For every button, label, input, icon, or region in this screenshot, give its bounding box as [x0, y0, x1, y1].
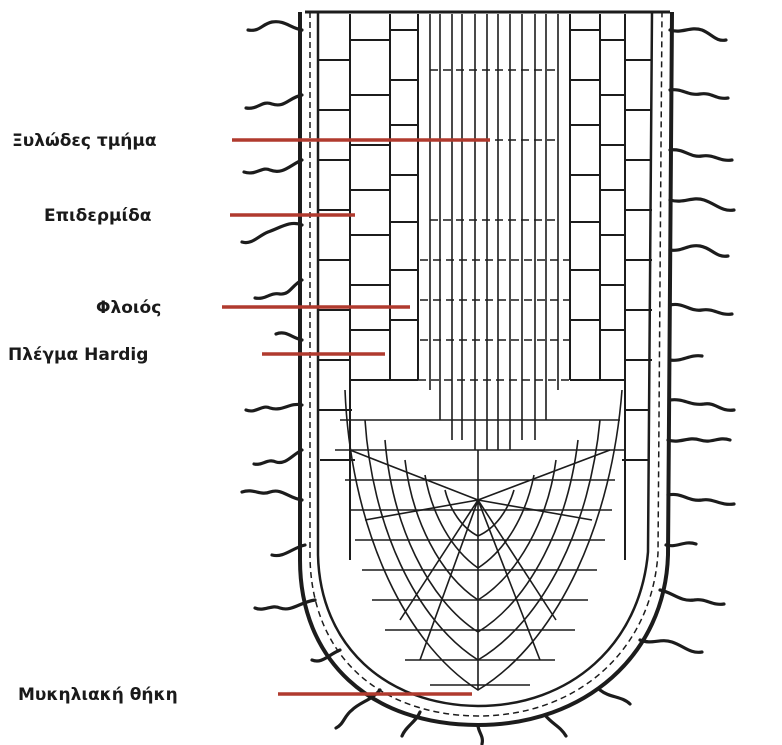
meristem-cell-network: [335, 390, 625, 690]
labels: Ξυλώδες τμήμα Επιδερμίδα Φλοιός Πλέγμα H…: [8, 131, 178, 705]
leader-lines: [222, 140, 490, 694]
cortex-cells-left: [318, 14, 418, 560]
xylem-strands: [418, 14, 572, 450]
label-xylem: Ξυλώδες τμήμα: [12, 131, 157, 151]
label-cortex: Φλοιός: [96, 298, 161, 318]
root-body: [300, 12, 672, 725]
label-hartig: Πλέγμα Hardig: [8, 345, 148, 365]
sheath-inner-line: [318, 12, 652, 706]
label-epidermis: Επιδερμίδα: [44, 206, 152, 226]
mycelial-sheath-outline: [300, 12, 672, 725]
cortex-cells-right: [570, 14, 652, 560]
label-sheath: Μυκηλιακή θήκη: [18, 685, 178, 705]
